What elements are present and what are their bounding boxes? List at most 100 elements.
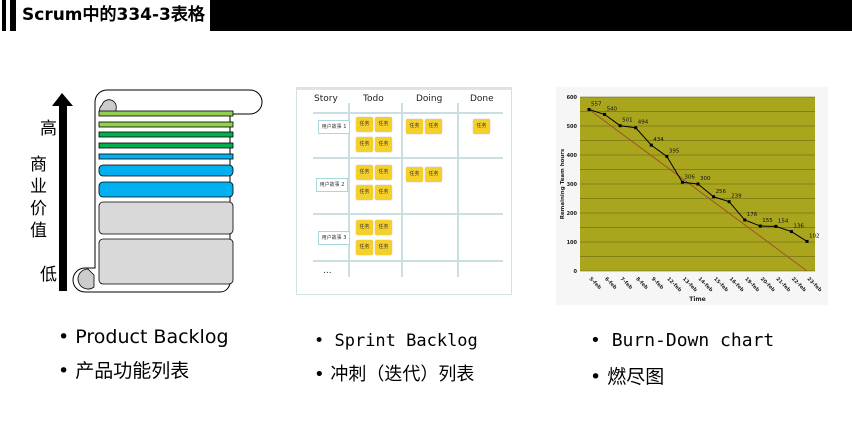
column-divider <box>457 103 459 277</box>
sprint-backlog-bullet: • Sprint Backlog <box>314 331 478 351</box>
x-tick-label: 19-feb <box>743 276 760 293</box>
row-divider <box>313 157 503 159</box>
bullet-text: 燃尽图 <box>607 366 665 388</box>
product-backlog-bullet: • Product Backlog <box>58 326 229 348</box>
axis-label-char: 业 <box>30 177 47 197</box>
data-point <box>758 224 762 228</box>
x-tick-label: 13-feb <box>681 276 698 293</box>
backlog-item-bar <box>98 164 234 177</box>
x-tick-label: 22-feb <box>790 276 807 293</box>
task-card: 任务 <box>356 240 373 255</box>
backlog-item-bar <box>98 238 234 285</box>
header-stripe <box>10 0 16 31</box>
bullet-text: Sprint Backlog <box>334 331 478 351</box>
axis-low-label: 低 <box>40 265 57 285</box>
task-card: 任务 <box>375 240 392 255</box>
x-tick-label: 7-feb <box>619 276 634 291</box>
data-point <box>743 218 747 222</box>
task-card: 任务 <box>473 119 490 134</box>
row-divider <box>313 213 503 215</box>
data-label: 395 <box>669 148 680 154</box>
sprint-backlog-bullet: • 冲刺（迭代）列表 <box>314 364 475 385</box>
x-tick-label: 8-feb <box>634 276 649 291</box>
axis-label-char: 商 <box>30 155 47 175</box>
story-card: 用户故事 2 <box>316 178 348 192</box>
data-label: 434 <box>653 137 664 143</box>
data-label: 154 <box>778 218 789 224</box>
column-header: Todo <box>363 94 384 104</box>
column-header: Story <box>314 94 338 104</box>
page-title: Scrum中的334-3表格 <box>22 5 205 25</box>
x-tick-label: 23-feb <box>806 276 823 293</box>
x-tick-label: 16-feb <box>728 276 745 293</box>
backlog-item-bar <box>98 142 234 149</box>
data-point <box>603 112 607 116</box>
data-point <box>634 126 638 130</box>
data-point <box>774 224 778 228</box>
backlog-item-bar <box>98 153 234 160</box>
product-backlog-bullet: • 产品功能列表 <box>58 360 190 382</box>
y-tick-label: 200 <box>567 211 578 217</box>
y-axis-label: Remaining Team hours <box>560 148 566 219</box>
task-card: 任务 <box>406 167 423 182</box>
task-card: 任务 <box>356 220 373 235</box>
backlog-item-bar <box>98 131 234 138</box>
task-card: 任务 <box>406 119 423 134</box>
task-card: 任务 <box>375 185 392 200</box>
task-card: 任务 <box>425 119 442 134</box>
x-tick-label: 14-feb <box>697 276 714 293</box>
task-card: 任务 <box>356 137 373 152</box>
x-tick-label: 9-feb <box>650 276 665 291</box>
data-point <box>727 200 731 204</box>
burndown-bullet: • 燃尽图 <box>590 366 665 388</box>
ideal-line <box>588 109 808 272</box>
row-divider <box>313 260 503 262</box>
task-card: 任务 <box>356 185 373 200</box>
backlog-item-bar <box>98 110 234 117</box>
task-card: 任务 <box>356 117 373 132</box>
x-axis-label: Time <box>689 296 705 303</box>
data-label: 176 <box>747 212 758 218</box>
data-label: 239 <box>731 194 742 200</box>
product-backlog-scroll <box>52 89 263 293</box>
axis-high-label: 高 <box>40 119 57 139</box>
story-card: 用户故事 1 <box>318 120 350 134</box>
x-tick-label: 5-feb <box>588 276 603 291</box>
axis-label-char: 价 <box>30 199 47 219</box>
data-label: 155 <box>762 218 773 224</box>
data-point <box>680 180 684 184</box>
column-header: Done <box>470 94 494 104</box>
data-point <box>789 230 793 234</box>
task-card: 任务 <box>375 137 392 152</box>
x-tick-label: 6-feb <box>603 276 618 291</box>
column-divider <box>401 103 403 277</box>
task-card: 任务 <box>356 165 373 180</box>
task-card: 任务 <box>375 165 392 180</box>
header-bar <box>210 0 852 31</box>
task-card: 任务 <box>375 117 392 132</box>
priority-arrow-icon <box>52 93 73 291</box>
x-tick-label: 21-feb <box>774 276 791 293</box>
data-point <box>618 124 622 128</box>
backlog-item-bar <box>98 181 234 198</box>
header-stripe <box>2 0 6 31</box>
y-tick-label: 500 <box>567 124 578 130</box>
data-label: 300 <box>700 176 711 182</box>
y-tick-label: 300 <box>567 182 578 188</box>
y-tick-label: 0 <box>574 269 578 275</box>
axis-label: 商 业 价 值 <box>30 154 48 242</box>
data-label: 540 <box>607 106 618 112</box>
x-tick-label: 12-feb <box>665 276 682 293</box>
data-label: 557 <box>591 101 602 107</box>
axis-label-char: 值 <box>30 221 47 241</box>
bullet-text: Burn-Down chart <box>611 330 775 351</box>
y-tick-label: 600 <box>567 95 578 101</box>
bullet-text: 冲刺（迭代）列表 <box>330 364 475 385</box>
data-point <box>805 239 809 243</box>
data-label: 102 <box>809 233 820 239</box>
backlog-item-bar <box>98 201 234 235</box>
data-label: 306 <box>684 174 695 180</box>
data-point <box>665 154 669 158</box>
